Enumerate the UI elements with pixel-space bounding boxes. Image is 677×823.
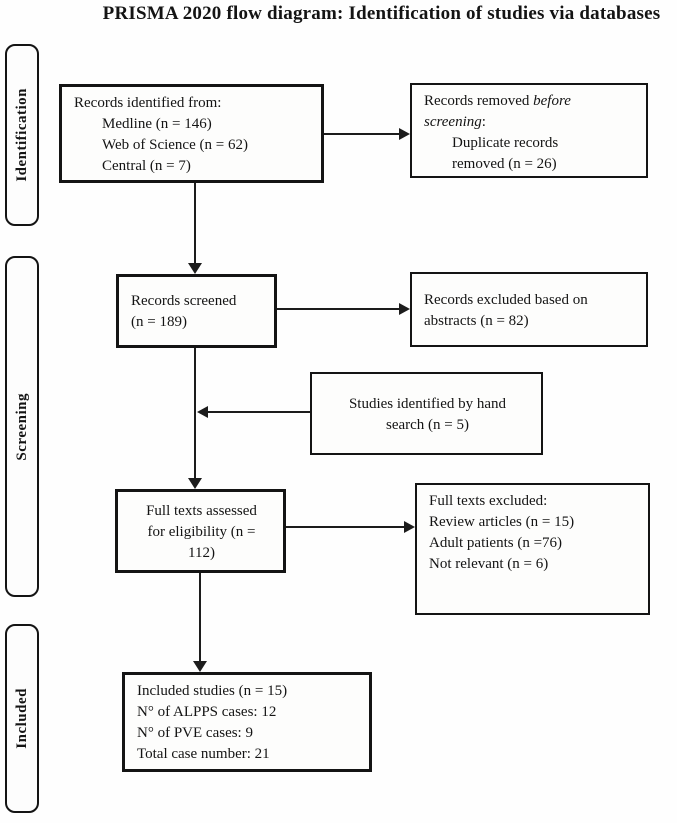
connector-assessed-to-excluded: [286, 526, 405, 528]
records-screened-line: (n = 189): [131, 314, 187, 330]
records-removed-item: removed (n = 26): [452, 156, 557, 172]
arrowhead-down-icon: [188, 478, 202, 489]
records-removed-heading-italic: before screening: [424, 93, 571, 130]
records-removed-item: Duplicate records: [452, 135, 559, 151]
included-studies-line: N° of ALPPS cases: 12: [137, 704, 277, 720]
arrowhead-right-icon: [404, 521, 415, 533]
connector-assessed-to-included: [199, 573, 201, 662]
connector-handsearch-to-flow: [208, 411, 310, 413]
stage-screening: Screening: [5, 256, 39, 597]
full-texts-excluded-line: Adult patients (n =76): [429, 535, 563, 551]
full-texts-assessed-line: Full texts assessed: [146, 502, 257, 519]
box-records-screened: Records screened (n = 189): [116, 274, 277, 348]
included-studies-line: N° of PVE cases: 9: [137, 725, 253, 741]
box-full-texts-assessed: Full texts assessed for eligibility (n =…: [115, 489, 286, 573]
diagram-title: PRISMA 2020 flow diagram: Identification…: [102, 3, 661, 24]
hand-search-line: search (n = 5): [385, 416, 469, 433]
arrowhead-left-icon: [197, 406, 208, 418]
hand-search-line: Studies identified by hand: [348, 395, 507, 412]
arrowhead-down-icon: [193, 661, 207, 672]
box-records-removed: Records removed before screening: Duplic…: [410, 83, 648, 178]
records-removed-heading-plain: Records removed: [424, 93, 534, 109]
records-screened-line: Records screened: [131, 293, 237, 309]
records-excluded-line: Records excluded based on: [424, 291, 588, 308]
stage-identification: Identification: [5, 44, 39, 226]
records-excluded-line: abstracts (n = 82): [424, 312, 529, 329]
included-studies-line: Total case number: 21: [137, 746, 270, 762]
box-full-texts-excluded: Full texts excluded: Review articles (n …: [415, 483, 650, 615]
full-texts-excluded-line: Full texts excluded:: [429, 493, 548, 509]
included-studies-line: Included studies (n = 15): [137, 683, 288, 699]
stage-included: Included: [5, 624, 39, 813]
stage-included-label: Included: [13, 688, 30, 749]
records-identified-item: Central (n = 7): [102, 158, 191, 174]
box-records-excluded: Records excluded based on abstracts (n =…: [410, 272, 648, 347]
full-texts-assessed-line: for eligibility (n =: [147, 523, 256, 540]
records-removed-heading: Records removed before screening:: [424, 91, 624, 133]
full-texts-excluded-line: Not relevant (n = 6): [429, 556, 549, 572]
box-hand-search: Studies identified by hand search (n = 5…: [310, 372, 543, 455]
records-identified-heading: Records identified from:: [74, 95, 222, 111]
arrowhead-right-icon: [399, 303, 410, 315]
box-records-identified: Records identified from: Medline (n = 14…: [59, 84, 324, 183]
full-texts-excluded-line: Review articles (n = 15): [429, 514, 575, 530]
connector-screened-to-excluded: [277, 308, 400, 310]
records-identified-item: Medline (n = 146): [102, 116, 212, 132]
arrowhead-down-icon: [188, 263, 202, 274]
full-texts-assessed-line: 112): [188, 544, 215, 561]
arrowhead-right-icon: [399, 128, 410, 140]
connector-identified-to-removed: [324, 133, 400, 135]
stage-identification-label: Identification: [13, 88, 30, 182]
box-included-studies: Included studies (n = 15) N° of ALPPS ca…: [122, 672, 372, 772]
stage-screening-label: Screening: [13, 392, 30, 461]
records-identified-item: Web of Science (n = 62): [102, 137, 248, 153]
connector-identified-to-screened: [194, 183, 196, 265]
records-removed-heading-colon: :: [481, 114, 486, 130]
connector-screened-to-assessed: [194, 348, 196, 480]
